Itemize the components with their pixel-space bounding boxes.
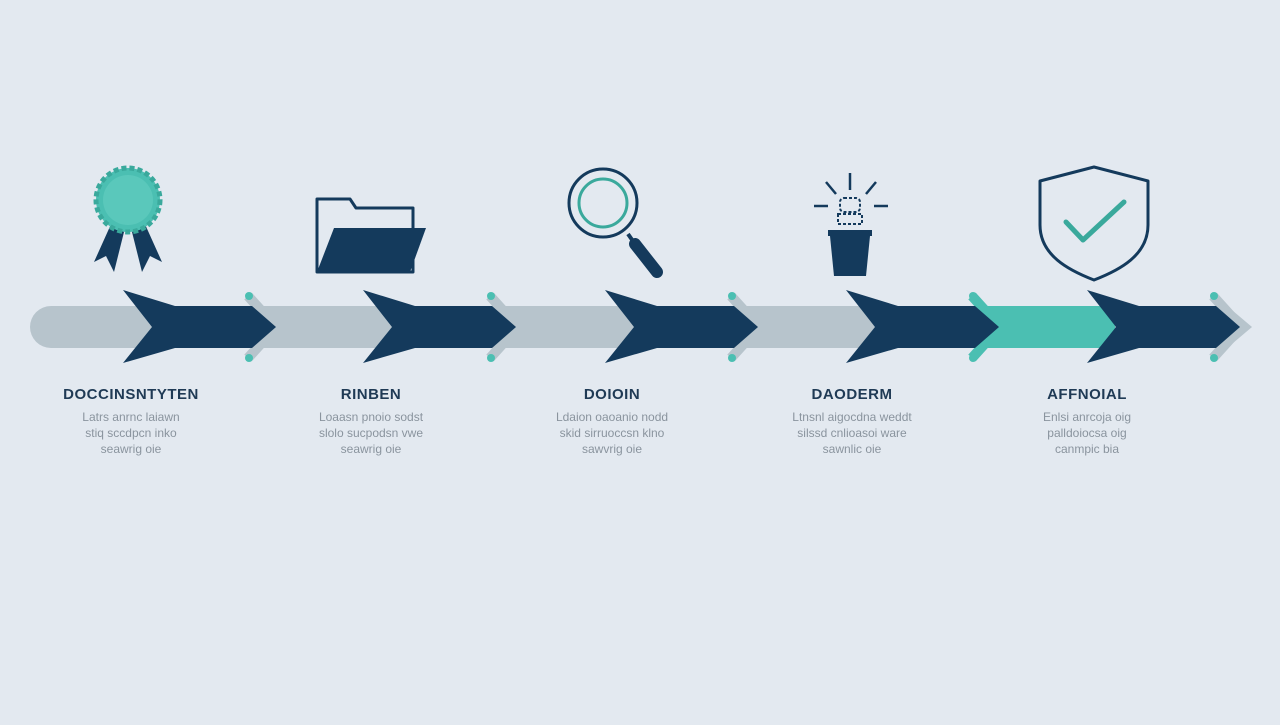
step-description: Ltnsnl aigocdna weddt silssd cnlioasoi w… [752,409,952,457]
award-ribbon-icon [93,165,163,272]
step-description: Ldaion oaoanio nodd skid sirruoccsn klno… [512,409,712,457]
step-title: DOCCINSNTYTEN [63,386,199,403]
step-description-line: sawnlic oie [822,442,882,456]
step-description-line: Enlsi anrcoja oig [1042,410,1132,424]
step-description-line: seawrig oie [100,442,162,456]
step-title: DOIOIN [583,386,641,403]
step-description-line: Latrs anrnc laiawn [82,410,180,424]
step-label-1: DOCCINSNTYTEN Latrs anrnc laiawn stiq sc… [31,383,231,457]
lightbulb-cup-icon [814,173,888,276]
step-description-line: canmpic bia [1054,442,1120,456]
step-description-line: silssd cnlioasoi ware [797,426,907,440]
shield-check-icon [1038,165,1150,282]
step-arrow [123,290,276,363]
step-description-line: Ltnsnl aigocdna weddt [792,410,912,424]
connector-marker [727,292,766,362]
step-description-line: sawvrig oie [581,442,643,456]
step-description: Enlsi anrcoja oig palldoiocsa oig canmpi… [987,409,1187,457]
connector-marker [486,292,525,362]
step-arrow [605,290,758,363]
step-label-3: DOIOIN Ldaion oaoanio nodd skid sirruocc… [512,383,712,457]
step-arrow [363,290,516,363]
step-description-line: skid sirruoccsn klno [559,426,665,440]
step-title: RINBEN [340,386,402,403]
magnifying-glass-icon [567,167,663,278]
step-arrow [1087,290,1240,363]
step-description-line: slolo sucpodsn vwe [318,426,424,440]
connector-marker [968,292,1007,362]
connector-marker [1209,292,1248,362]
step-label-4: DAODERM Ltnsnl aigocdna weddt silssd cnl… [752,383,952,457]
step-description-line: stiq sccdpcn inko [85,426,177,440]
step-description: Latrs anrnc laiawn stiq sccdpcn inko sea… [31,409,231,457]
folder-icon [315,197,426,274]
step-arrow [846,290,999,363]
step-title: AFFNOIAL [1047,386,1127,403]
step-description-line: seawrig oie [340,442,402,456]
step-title: DAODERM [811,386,893,403]
step-description-line: Ldaion oaoanio nodd [555,410,669,424]
step-description-line: Loaasn pnoio sodst [318,410,424,424]
step-description: Loaasn pnoio sodst slolo sucpodsn vwe se… [271,409,471,457]
step-label-2: RINBEN Loaasn pnoio sodst slolo sucpodsn… [271,383,471,457]
step-description-line: palldoiocsa oig [1047,426,1127,440]
step-label-5: AFFNOIAL Enlsi anrcoja oig palldoiocsa o… [987,383,1187,457]
